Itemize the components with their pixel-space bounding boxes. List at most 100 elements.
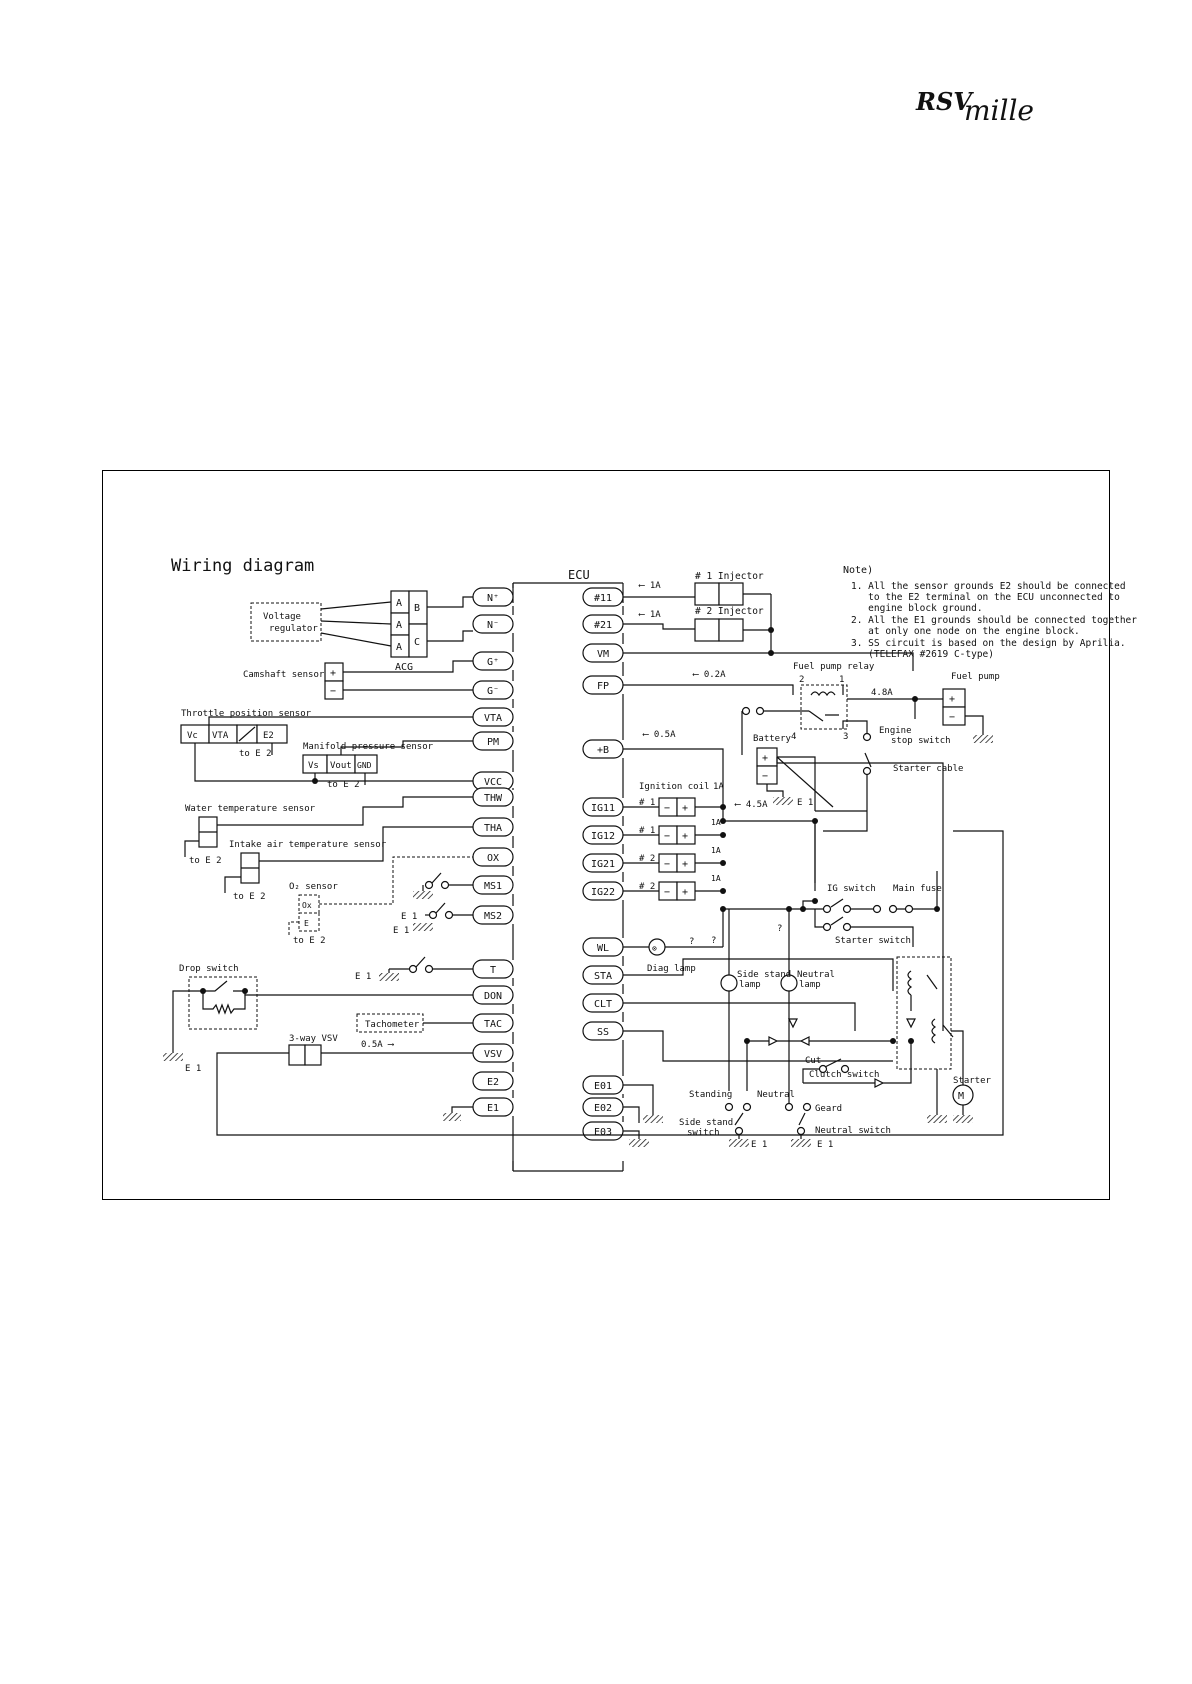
ecu-pin-label: +B — [597, 745, 609, 756]
svg-text:to E 2: to E 2 — [293, 936, 326, 946]
water-temp-label: Water temperature sensor — [185, 804, 316, 814]
acg-connector: A B A A C ACG — [390, 590, 428, 673]
svg-text:?: ? — [777, 924, 782, 934]
svg-text:E2: E2 — [263, 731, 274, 741]
ecu-left-pins: N⁺N⁻G⁺G⁻VTAPMVCCTHWTHAOXMS1MS2TDONTACVSV… — [472, 583, 514, 1171]
starter-cable-label: Starter cable — [893, 764, 963, 774]
tps-label: Throttle position sensor — [181, 709, 312, 719]
ecu-pin-label: MS1 — [484, 881, 502, 892]
ecu-pin-label: VM — [597, 649, 609, 660]
ecu-pin-label: #21 — [594, 620, 612, 631]
svg-text:−: − — [664, 803, 670, 814]
ecu-pin-r5: IG11 — [582, 797, 624, 817]
ecu-pin-r8: IG22 — [582, 881, 624, 901]
svg-text:−: − — [330, 686, 336, 697]
ecu-pin-label: G⁻ — [487, 686, 499, 697]
injector2-label: # 2 Injector — [695, 606, 764, 617]
svg-text:4.8A: 4.8A — [871, 688, 893, 698]
svg-text:Ox: Ox — [302, 901, 312, 910]
ecu-pin-8: THA — [472, 817, 514, 837]
ecu-pin-label: THW — [484, 793, 503, 804]
ignition-coil-2: # 2−+1A — [623, 846, 726, 873]
geard-label: Geard — [815, 1104, 842, 1114]
ecu-pin-r15: E03 — [582, 1121, 624, 1141]
svg-text:to E 2: to E 2 — [327, 780, 360, 790]
side-stand-lamp-label-1: Side stand — [737, 970, 791, 980]
ignition-coil-1: # 1−+1A — [623, 818, 726, 845]
svg-text:2: 2 — [799, 675, 804, 685]
note-line-7: (TELEFAX #2619 C-type) — [851, 649, 994, 660]
svg-text:+: + — [682, 859, 688, 870]
svg-text:+: + — [682, 831, 688, 842]
ecu-pin-label: VCC — [484, 777, 502, 788]
engine-stop-label-1: Engine — [879, 726, 912, 736]
note-line-1: 1. All the sensor grounds E2 should be c… — [851, 581, 1126, 592]
svg-text:E 1: E 1 — [751, 1140, 767, 1150]
svg-text:E 1: E 1 — [185, 1064, 201, 1074]
ecu-pin-label: PM — [487, 737, 499, 748]
ecu-pin-r7: IG21 — [582, 853, 624, 873]
side-stand-switch-label-1: Side stand — [679, 1118, 733, 1128]
svg-text:Vout: Vout — [330, 761, 352, 771]
svg-text:−: − — [664, 887, 670, 898]
ecu-pin-label: IG21 — [591, 859, 615, 870]
ecu-pin-13: DON — [472, 985, 514, 1005]
svg-text:E 1: E 1 — [797, 798, 813, 808]
svg-text:⊗: ⊗ — [652, 944, 657, 953]
drop-switch-label: Drop switch — [179, 964, 239, 974]
svg-text:C: C — [414, 637, 420, 648]
ecu-pin-r2: VM — [582, 643, 624, 663]
ecu-pin-r9: WL — [582, 937, 624, 957]
svg-text:+: + — [949, 694, 955, 705]
starter-switch-label: Starter switch — [835, 936, 911, 946]
svg-text:1A: 1A — [713, 782, 724, 792]
injector1-label: # 1 Injector — [695, 571, 764, 582]
svg-text:⟵ 4.5A: ⟵ 4.5A — [734, 800, 768, 810]
svg-text:⟵ 1A: ⟵ 1A — [638, 581, 661, 591]
neutral-switch-label: Neutral switch — [815, 1126, 891, 1136]
ecu-pin-label: TAC — [484, 1019, 502, 1030]
ecu-pin-2: G⁺ — [472, 651, 514, 671]
ecu-pin-label: DON — [484, 991, 502, 1002]
vsv-current: 0.5A ⟶ — [361, 1040, 394, 1050]
svg-text:E 1: E 1 — [401, 912, 417, 922]
engine-stop-label-2: stop switch — [891, 736, 951, 746]
fuel-pump-relay-box — [800, 684, 848, 730]
ecu-pin-label: G⁺ — [487, 657, 499, 668]
ignition-coils: # 1−+# 1−+1A# 2−+1A# 2−+1A — [623, 797, 726, 901]
ecu-pin-label: STA — [594, 971, 612, 982]
voltage-regulator-box — [250, 602, 322, 642]
ecu-pin-label: IG22 — [591, 887, 615, 898]
battery-label: Battery — [753, 734, 792, 744]
voltage-regulator-label-2: regulator — [269, 624, 318, 634]
svg-text:1A: 1A — [711, 818, 721, 827]
ecu-pin-label: IG12 — [591, 831, 615, 842]
note-line-5: at only one node on the engine block. — [851, 626, 1080, 637]
svg-text:+: + — [682, 803, 688, 814]
t-switch: E 1 — [355, 956, 473, 982]
ecu-pin-r0: #11 — [582, 587, 624, 607]
ms-switches: E 1 E 1 — [393, 872, 473, 936]
ecu-pin-label: E01 — [594, 1081, 612, 1092]
svg-text:VTA: VTA — [212, 731, 229, 741]
svg-text:?: ? — [711, 936, 716, 946]
ecu-pin-3: G⁻ — [472, 680, 514, 700]
ecu-pin-0: N⁺ — [472, 587, 514, 607]
ignition-coil-label: Ignition coil — [639, 782, 709, 792]
ecu-pin-label: FP — [597, 681, 609, 692]
svg-text:E 1: E 1 — [355, 972, 371, 982]
ecu-pin-r11: CLT — [582, 993, 624, 1013]
voltage-regulator-label-1: Voltage — [263, 612, 301, 622]
svg-text:−: − — [664, 831, 670, 842]
svg-text:E: E — [304, 919, 309, 928]
o2-label: O₂ sensor — [289, 882, 338, 892]
cut-label: Cut — [805, 1056, 821, 1066]
logo-model: mille — [964, 94, 1034, 127]
neutral-lamp-label-2: lamp — [799, 980, 821, 990]
ecu-pin-6: VCC — [472, 771, 514, 791]
side-stand-lamp-label-2: lamp — [739, 980, 761, 990]
svg-text:# 2: # 2 — [639, 854, 655, 864]
ecu-pin-r12: SS — [582, 1021, 624, 1041]
ecu-pin-label: E02 — [594, 1103, 612, 1114]
